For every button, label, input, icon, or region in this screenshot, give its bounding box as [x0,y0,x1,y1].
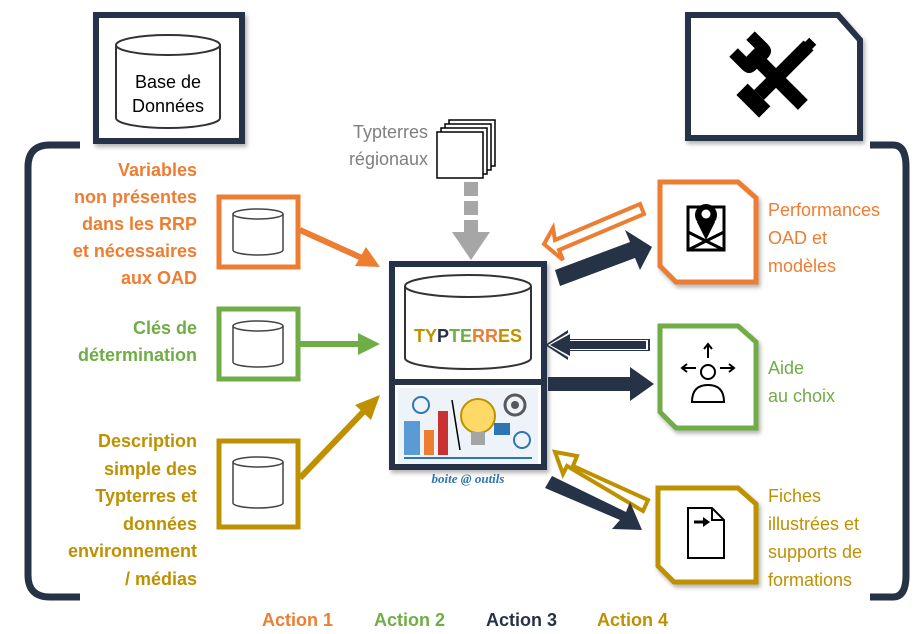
database-icon [115,34,221,129]
document-icon [687,507,725,559]
legend-action-2: Action 2 [374,610,446,630]
output-box-green [657,323,759,431]
database-label-line2: Données [131,96,205,116]
legend-action-4: Action 4 [597,610,669,630]
input-box-orange [216,194,301,270]
regional-label-line2: régionaux [348,149,428,169]
person-choice-icon [680,342,736,403]
input-box-green [216,306,301,382]
regional-documents-icon [436,119,496,179]
output-label-green: Aide au choix [768,354,908,410]
input-orange-line: Variables [117,160,197,180]
arrow-navy-to-aide [548,367,654,401]
left-bracket [24,141,80,601]
arrow-orange-output [541,201,647,262]
arrow-navy-to-performance [555,230,652,286]
input-gold-line: Typterres et [95,486,197,506]
output-green-line: au choix [768,386,836,406]
output-orange-line: OAD et [768,228,828,248]
regional-label-line1: Typterres [352,122,428,142]
output-green-line: Aide [768,358,805,378]
input-gold-line: données [122,513,197,534]
legend-action-3: Action 3 [486,610,558,630]
toolbox-illustration [398,388,538,464]
input-orange-line: aux OAD [120,268,197,288]
input-gold-line: / médias [124,568,197,589]
toolbox-caption: boite @ outils [432,471,505,486]
database-label: Base de Données [116,70,220,118]
regional-down-arrow [452,182,490,260]
typterres-logo: TYPTERRES [414,326,522,346]
arrow-green-output [545,330,650,360]
input-gold-line: Description [97,431,197,451]
tools-icon [729,31,817,118]
arrow-navy-to-fiches [545,476,642,530]
database-label-line1: Base de [134,72,202,92]
legend-action-1: Action 1 [262,610,334,630]
input-gold-line: simple des [103,458,197,479]
output-label-orange: Performances OAD et modèles [768,196,908,280]
arrow-green-input [300,333,380,355]
arrow-gold-input [297,395,380,481]
input-orange-line: non présentes [73,187,197,207]
right-bracket [870,141,910,601]
output-gold-line: Fiches [768,486,822,506]
output-gold-line: formations [768,570,853,590]
arrow-orange-input [298,227,380,267]
input-label-gold: Description simple des Typterres et donn… [20,428,197,593]
input-green-line: Clés de [132,318,197,338]
output-label-gold: Fiches illustrées et supports de formati… [768,482,908,594]
regional-label: Typterres régionaux [300,119,428,173]
output-orange-line: Performances [768,200,881,220]
input-orange-line: dans les RRP [81,214,197,234]
map-pin-icon [686,204,726,252]
input-label-green: Clés de détermination [20,315,197,369]
input-green-line: détermination [77,345,197,365]
input-gold-line: environnement [67,541,197,561]
output-orange-line: modèles [768,256,837,276]
input-box-gold [216,438,301,530]
input-orange-line: et nécessaires [72,241,197,261]
input-label-orange: Variables non présentes dans les RRP et … [20,157,197,292]
output-gold-line: illustrées et [768,514,860,534]
typterres-database-icon [404,274,532,370]
output-gold-line: supports de [768,542,863,562]
